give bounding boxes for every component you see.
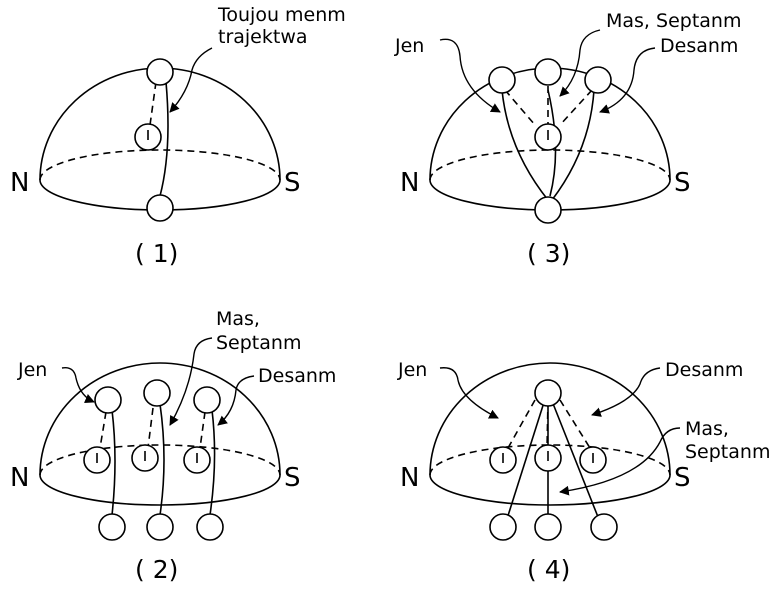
panel-2: Jen Mas, Septanm Desanm N S ( 2) <box>10 308 336 584</box>
arrow-jan-3 <box>439 38 501 113</box>
sun-mar-bottom-4 <box>534 513 562 541</box>
label-path-line2: trajektwa <box>218 26 308 48</box>
caption-3: ( 3) <box>527 239 570 268</box>
sun-bottom-1 <box>146 194 174 222</box>
label-mar-2-line2: Septanm <box>216 332 301 354</box>
label-mar-4-line2: Septanm <box>685 441 770 463</box>
label-path-line1: Toujou menm <box>217 4 346 26</box>
sun-mar-bottom-2 <box>146 513 174 541</box>
label-jan-3: Jen <box>394 35 424 57</box>
panel-4: Jen Desanm Mas, Septanm N S ( 4) <box>397 359 770 584</box>
label-dec-3: Desanm <box>660 35 738 57</box>
sun-path-jan-4 <box>505 395 547 523</box>
horizon-front-2 <box>39 474 281 506</box>
panel-1: Toujou menm trajektwa N S ( 1) <box>10 4 346 268</box>
label-jan-2: Jen <box>17 359 47 381</box>
south-label-3: S <box>674 168 691 198</box>
arrow-dec-4 <box>591 367 661 417</box>
horizon-back-1 <box>39 149 281 181</box>
sun-dec-top-2 <box>193 386 221 414</box>
arrow-mar-2 <box>169 337 213 426</box>
caption-1: ( 1) <box>135 239 178 268</box>
south-label-4: S <box>674 463 691 493</box>
horizon-back-2 <box>39 444 281 476</box>
label-jan-4: Jen <box>397 359 427 381</box>
sun-path-dec-3 <box>551 89 595 201</box>
south-label-1: S <box>284 168 301 198</box>
sun-dec-bottom-4 <box>590 513 618 541</box>
arrow-dec-3 <box>599 47 656 114</box>
panel-3: Jen Mas, Septanm Desanm N S ( 3) <box>394 10 741 268</box>
label-dec-2: Desanm <box>258 365 336 387</box>
label-mar-4-line1: Mas, <box>685 418 729 440</box>
north-label-2: N <box>10 463 29 493</box>
arrow-mar-4 <box>559 427 681 496</box>
sun-bottom-3 <box>534 196 562 224</box>
sun-jan-3 <box>488 66 516 94</box>
caption-2: ( 2) <box>135 555 178 584</box>
horizon-back-3 <box>429 149 671 181</box>
sun-path-back-1 <box>149 81 157 126</box>
north-label-4: N <box>400 463 419 493</box>
sun-path-jan-3 <box>501 89 549 201</box>
sun-dec-bottom-2 <box>196 513 224 541</box>
sun-path-dec-2 <box>209 409 216 516</box>
sun-top-4 <box>534 379 562 407</box>
sun-path-front-1 <box>159 81 169 197</box>
arrow-path-1 <box>169 47 213 113</box>
north-label-3: N <box>400 168 419 198</box>
dome-4 <box>429 362 671 476</box>
sun-jan-bottom-4 <box>489 513 517 541</box>
horizon-front-4 <box>429 474 671 506</box>
sun-path-mar-2 <box>159 403 165 516</box>
sun-jan-top-2 <box>94 386 122 414</box>
label-mar-2-line1: Mas, <box>216 308 260 330</box>
sun-jan-bottom-2 <box>98 513 126 541</box>
arrow-dec-2 <box>217 375 255 426</box>
arrow-jan-4 <box>439 367 499 419</box>
sun-mar-top-2 <box>143 379 171 407</box>
arrow-mar-3 <box>559 29 601 97</box>
south-label-2: S <box>284 463 301 493</box>
label-dec-4: Desanm <box>665 359 743 381</box>
label-mar-sep-3: Mas, Septanm <box>606 10 741 32</box>
north-label-1: N <box>10 168 29 198</box>
sun-path-jan-2 <box>111 409 116 516</box>
arrow-jan-2 <box>61 367 95 404</box>
dome-2 <box>39 362 281 476</box>
sun-mar-3 <box>534 58 562 86</box>
sun-top-1 <box>146 58 174 86</box>
sun-path-dec-4 <box>549 395 601 523</box>
sun-dec-3 <box>584 66 612 94</box>
caption-4: ( 4) <box>527 555 570 584</box>
